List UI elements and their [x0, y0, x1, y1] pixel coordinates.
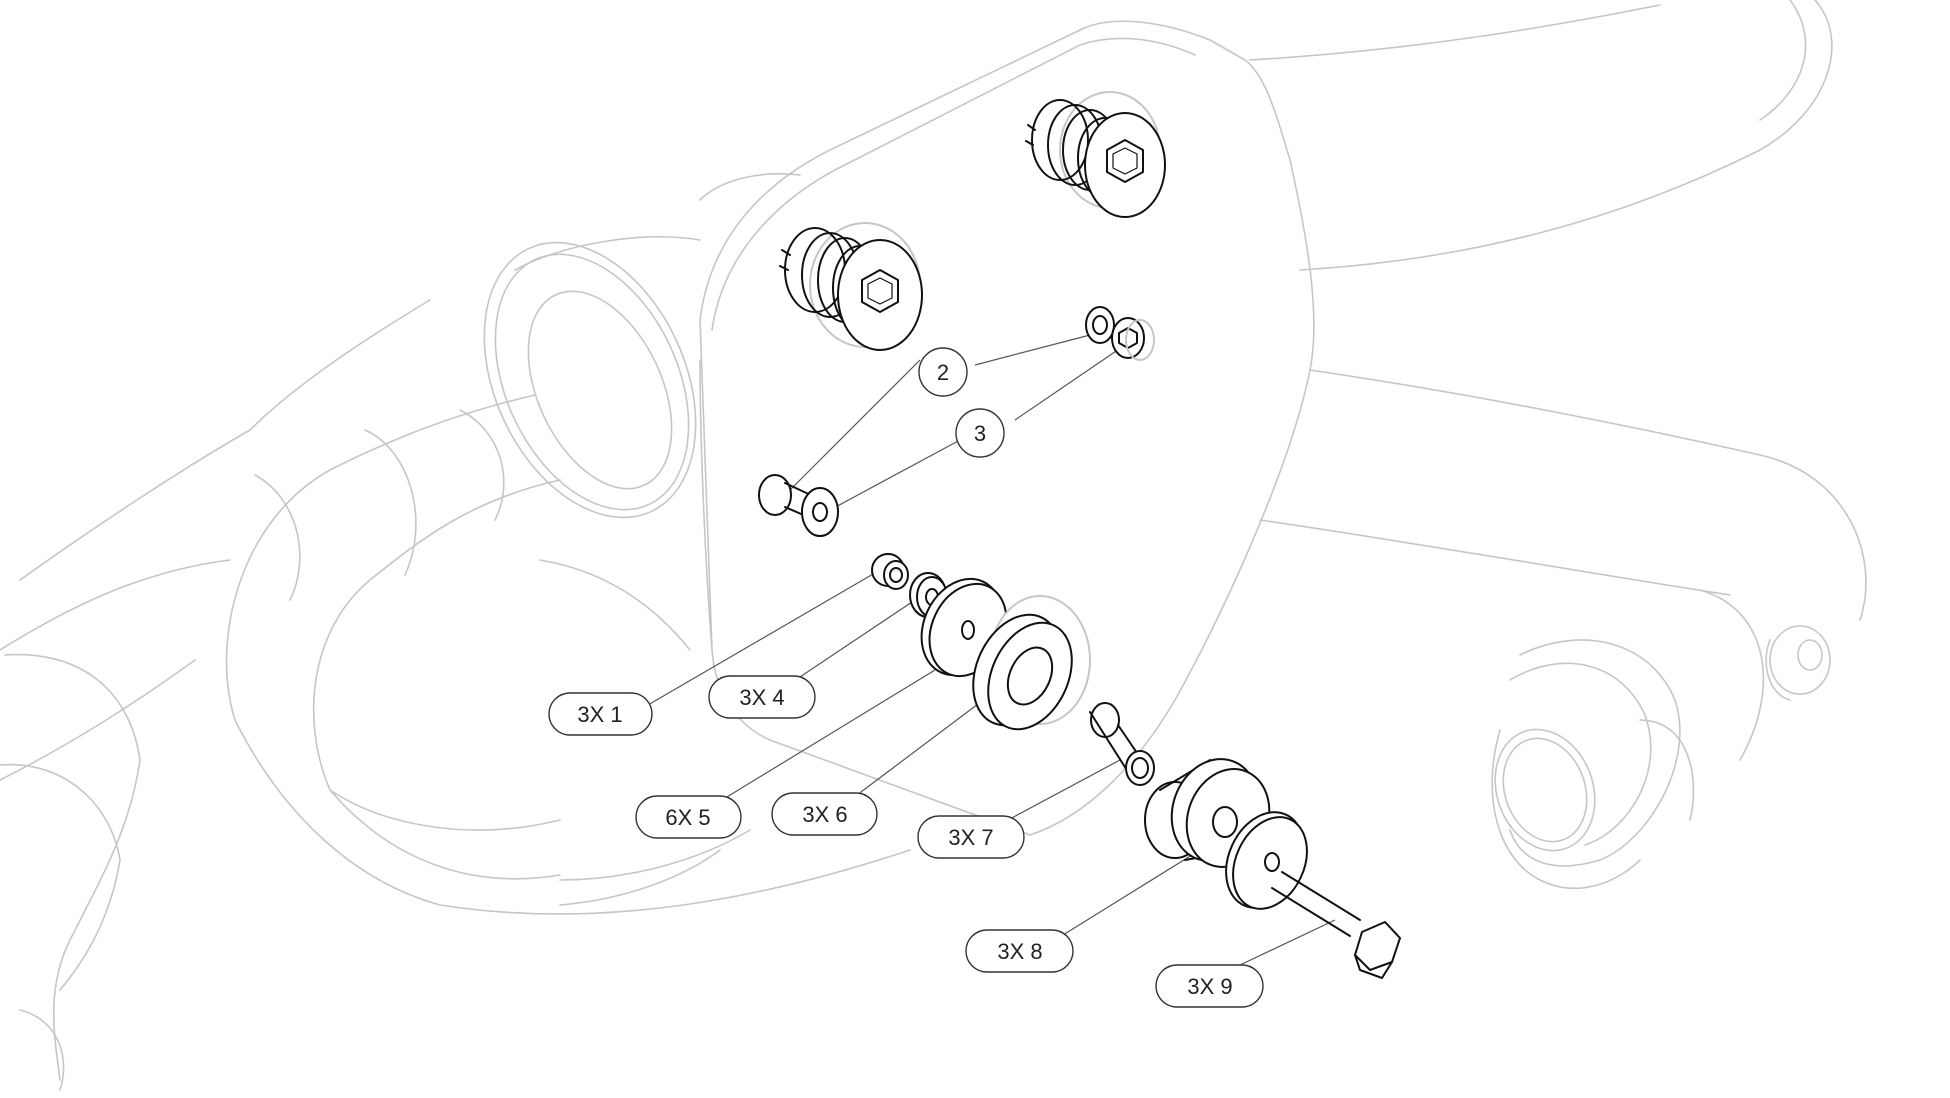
leader-2a	[789, 359, 921, 491]
leader-8	[1062, 849, 1201, 936]
part-6-washer	[972, 595, 1091, 731]
frame-tube-left	[0, 299, 911, 1091]
part-8-spacer	[1144, 758, 1271, 868]
callout-7: 3X 7	[917, 815, 1025, 859]
callout-8: 3X 8	[965, 929, 1074, 973]
context-geometry	[0, 0, 1867, 1091]
callout-6: 3X 6	[771, 792, 878, 836]
leader-7	[1007, 759, 1121, 821]
part-7-sleeve	[1089, 702, 1155, 786]
callout-5-label: 6X 5	[665, 805, 710, 830]
bushing-assembly-left	[779, 222, 923, 351]
callout-7-label: 3X 7	[948, 825, 993, 850]
callout-2: 2	[918, 347, 968, 397]
part-2-3-left	[758, 474, 839, 537]
leader-6	[856, 694, 991, 796]
hex-socket-icon	[861, 269, 899, 313]
callout-6-label: 3X 6	[802, 802, 847, 827]
callout-9-label: 3X 9	[1187, 974, 1232, 999]
frame-bushing-right	[1491, 639, 1695, 890]
leader-1	[647, 569, 881, 706]
leader-3b	[1014, 344, 1126, 421]
leader-9	[1239, 919, 1336, 966]
parts	[758, 91, 1401, 979]
callout-1: 3X 1	[548, 692, 653, 736]
callout-1-label: 3X 1	[577, 702, 622, 727]
hex-socket-icon	[1106, 139, 1144, 183]
callout-4-label: 3X 4	[739, 685, 784, 710]
callout-5: 6X 5	[635, 795, 742, 839]
frame-tube-upper-right	[1249, 0, 1833, 271]
part-2-3-upper	[1085, 306, 1155, 361]
leader-5	[721, 669, 936, 801]
leader-4	[787, 599, 916, 686]
leader-2b	[974, 334, 1091, 366]
callout-4: 3X 4	[708, 675, 816, 719]
frame-tube-lower-right	[1259, 369, 1867, 761]
callout-9: 3X 9	[1155, 964, 1264, 1008]
callouts: 2 3 3X 1 3X 4 6X 5 3X 6 3X 7 3X 8	[548, 347, 1264, 1008]
frame-boss-right	[1765, 625, 1831, 701]
part-9-bolt	[1225, 811, 1401, 979]
leader-lines	[647, 334, 1336, 966]
bushing-assembly-right	[1025, 91, 1166, 218]
frame-flange-left	[483, 172, 801, 519]
part-1-nut	[871, 553, 909, 590]
callout-8-label: 3X 8	[997, 939, 1042, 964]
leader-3a	[829, 439, 961, 511]
callout-3: 3	[955, 408, 1005, 458]
callout-2-label: 2	[937, 360, 949, 385]
callout-3-label: 3	[974, 421, 986, 446]
mounting-plate	[699, 20, 1315, 836]
